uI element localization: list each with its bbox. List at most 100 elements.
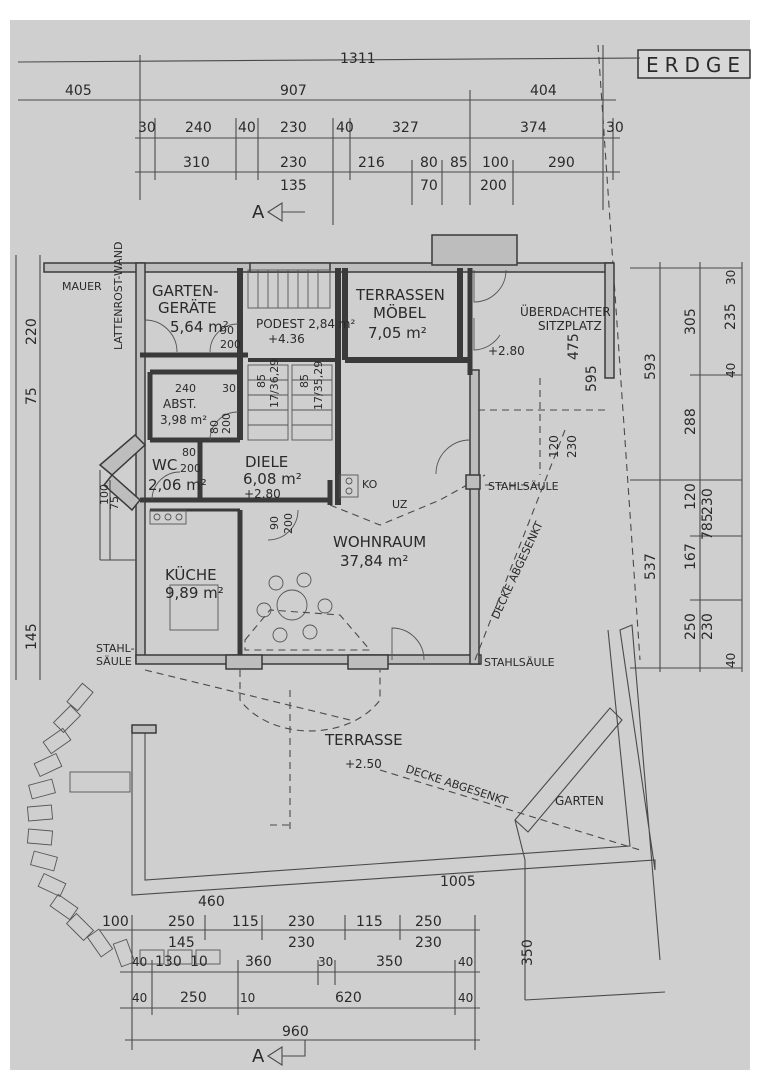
- dim-40-right-a: 40: [724, 363, 738, 378]
- exterior-walls: [43, 234, 615, 665]
- dim-230-b: 230: [280, 155, 307, 171]
- dim-230: 230: [280, 120, 307, 136]
- svg-text:17/36,29: 17/36,29: [268, 359, 281, 408]
- svg-text:200: 200: [220, 338, 241, 351]
- wc-angled-wall: [98, 433, 147, 561]
- staircase: [247, 269, 333, 441]
- section-mark-top: A: [252, 201, 305, 223]
- room-labels: GARTEN- GERÄTE 5,64 m² PODEST 2,84 m² +4…: [148, 282, 611, 808]
- garten-area: 5,64 m²: [170, 318, 229, 336]
- dim-130: 130: [155, 954, 182, 970]
- svg-text:240: 240: [175, 382, 196, 395]
- dim-40-b2: 40: [458, 955, 473, 969]
- dim-250-bottom-b: 250: [415, 914, 442, 930]
- svg-text:A: A: [252, 202, 265, 223]
- wc-area: 2,06 m²: [148, 476, 207, 494]
- top-dimension-lines: [17, 44, 641, 661]
- mauer-label: MAUER: [62, 280, 102, 293]
- garten-label-2: GERÄTE: [158, 298, 217, 317]
- dim-10-a: 10: [190, 954, 208, 970]
- left-dimension-labels: 220 75 145: [24, 318, 40, 650]
- dim-115-bottom: 115: [232, 914, 259, 930]
- svg-text:75: 75: [108, 496, 121, 510]
- dim-40-b3: 40: [132, 991, 147, 1005]
- dim-907: 907: [280, 83, 307, 99]
- svg-text:80: 80: [208, 420, 221, 434]
- svg-text:30: 30: [222, 382, 236, 395]
- dim-145-left: 145: [24, 623, 40, 650]
- svg-text:475: 475: [566, 333, 582, 360]
- dim-10-b: 10: [240, 991, 255, 1005]
- sheet-title-box: ERDGE: [637, 49, 751, 79]
- dim-1005: 1005: [440, 874, 476, 890]
- right-dimension-labels: 593 537 305 288 785 30 235 40 230 167 25…: [643, 270, 739, 668]
- dim-593: 593: [643, 353, 659, 380]
- dim-460: 460: [198, 894, 225, 910]
- top-dimension-labels: 1311 405 907 404 30 240 40 230 40 327 37…: [65, 51, 624, 194]
- svg-text:200: 200: [220, 413, 233, 434]
- kitchen-counter: [149, 474, 359, 631]
- dim-305: 305: [683, 308, 699, 335]
- bottom-dimension-lines: [100, 860, 666, 1050]
- dim-200: 200: [480, 178, 507, 194]
- abst-label: ABST.: [163, 397, 197, 411]
- garten-outdoor-label: GARTEN: [555, 794, 604, 808]
- dim-80: 80: [420, 155, 438, 171]
- sitzplatz-label-1: ÜBERDACHTER: [520, 303, 611, 319]
- stahlsaeule-left-1: STAHL-: [96, 642, 135, 655]
- dim-40-b1: 40: [132, 955, 147, 969]
- diele-label: DIELE: [245, 453, 288, 471]
- dim-230-bottom: 230: [288, 914, 315, 930]
- sitzplatz-label-2: SITZPLATZ: [538, 319, 602, 333]
- dim-216: 216: [358, 155, 385, 171]
- dim-360: 360: [245, 954, 272, 970]
- dim-240: 240: [185, 120, 212, 136]
- dim-235: 235: [723, 303, 739, 330]
- dining-table: [244, 572, 372, 651]
- ko-label: KO: [362, 478, 378, 491]
- diele-level: +2.80: [244, 487, 281, 501]
- podest-label: PODEST 2,84 m²: [256, 317, 355, 331]
- door-swings: [144, 269, 507, 661]
- svg-text:90: 90: [268, 516, 281, 530]
- dim-220-left: 220: [24, 318, 40, 345]
- lattenrost-label: LATTENROST-WAND: [112, 242, 125, 351]
- dim-327: 327: [392, 120, 419, 136]
- dim-30-a: 30: [138, 120, 156, 136]
- svg-text:230: 230: [565, 435, 579, 458]
- dim-135: 135: [280, 178, 307, 194]
- dim-100-bottom: 100: [102, 914, 129, 930]
- section-mark-bottom: A: [252, 1040, 306, 1067]
- dim-374: 374: [520, 120, 547, 136]
- svg-text:17/35,29: 17/35,29: [312, 361, 325, 410]
- sitzplatz-level: +2.80: [488, 344, 525, 358]
- dim-230-bottom-d: 230: [415, 935, 442, 951]
- dim-230-right-b: 230: [700, 613, 716, 640]
- terrasse-label: TERRASSE: [324, 731, 403, 749]
- dim-290: 290: [548, 155, 575, 171]
- dim-537: 537: [643, 553, 659, 580]
- dim-310: 310: [183, 155, 210, 171]
- wohnraum-area: 37,84 m²: [340, 552, 408, 570]
- wc-label: WC: [152, 456, 177, 474]
- stahlsaeule-right-2: STAHLSÄULE: [484, 656, 555, 669]
- dim-145-bottom: 145: [168, 935, 195, 951]
- dim-40-a: 40: [238, 120, 256, 136]
- interior-walls: [140, 268, 473, 660]
- terrassen-area: 7,05 m²: [368, 324, 427, 342]
- kueche-area: 9,89 m²: [165, 584, 224, 602]
- stahlsaeule-right-1: STAHLSÄULE: [488, 480, 559, 493]
- uz-label: UZ: [392, 498, 408, 511]
- dim-75-left: 75: [24, 387, 40, 405]
- dim-40-right-b: 40: [724, 653, 738, 668]
- dim-85: 85: [450, 155, 468, 171]
- diele-area: 6,08 m²: [243, 470, 302, 488]
- terrassen-label-1: TERRASSEN: [355, 286, 445, 304]
- stepping-stones: [26, 682, 221, 968]
- dim-30-bottom: 30: [318, 955, 333, 969]
- dim-250-bottom: 250: [168, 914, 195, 930]
- terrasse-level: +2.50: [345, 757, 382, 771]
- terrace-outline: [69, 624, 661, 961]
- dim-100: 100: [482, 155, 509, 171]
- svg-text:120: 120: [547, 435, 561, 458]
